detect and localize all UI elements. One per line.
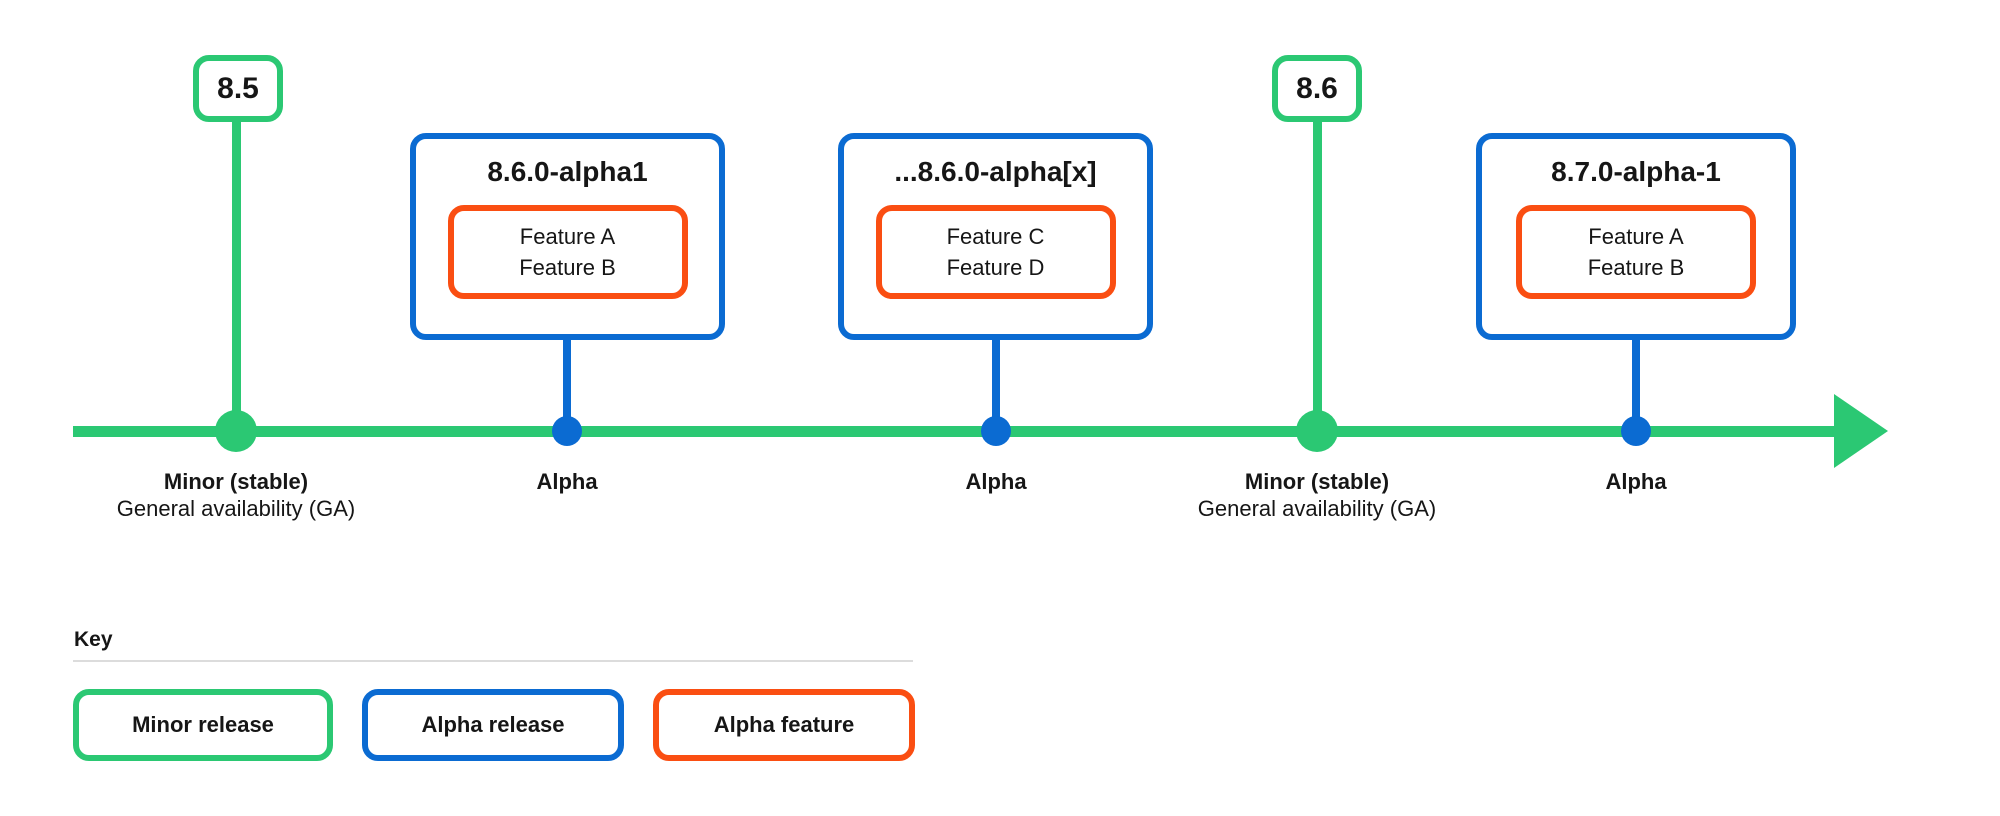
legend-label: Alpha feature	[713, 712, 855, 737]
alpha-release-dot	[981, 416, 1011, 446]
version-chip-8-5: 8.5	[193, 55, 283, 122]
key-divider	[73, 660, 913, 662]
alpha-release-title: ...8.6.0-alpha[x]	[894, 156, 1097, 187]
version-chip-8-6: 8.6	[1272, 55, 1362, 122]
timeline-axis	[73, 426, 1835, 437]
alpha-release-title: 8.7.0-alpha-1	[1551, 156, 1721, 187]
feature-item: Feature A	[519, 224, 616, 249]
feature-item: Feature A	[1588, 224, 1684, 249]
key-title: Key	[74, 628, 113, 651]
minor-release-dot	[1296, 410, 1338, 452]
alpha-release-title: 8.6.0-alpha1	[487, 156, 648, 187]
legend-alpha-release: Alpha release	[362, 689, 624, 761]
milestone-stem	[1632, 338, 1640, 432]
legend-alpha-feature: Alpha feature	[653, 689, 915, 761]
feature-item: Feature C	[946, 224, 1045, 249]
milestone-stem	[563, 338, 571, 432]
alpha-axis-label: Alpha	[536, 469, 598, 494]
timeline-arrowhead-icon	[1834, 394, 1888, 468]
minor-release-label: Minor (stable) General availability (GA)	[76, 468, 396, 522]
legend-label: Alpha release	[421, 712, 565, 737]
alpha-release-dot	[1621, 416, 1651, 446]
legend-minor-release: Minor release	[73, 689, 333, 761]
legend-label: Minor release	[132, 712, 274, 737]
milestone-stem	[992, 338, 1000, 432]
version-chip-label: 8.6	[1296, 71, 1338, 105]
alpha-release-box-1: 8.6.0-alpha1 Feature A Feature B	[410, 133, 725, 340]
minor-release-label-line2: General availability (GA)	[1197, 496, 1437, 521]
version-chip-label: 8.5	[217, 71, 259, 105]
minor-release-label-line2: General availability (GA)	[116, 496, 356, 521]
alpha-axis-label: Alpha	[1605, 469, 1667, 494]
alpha-axis-label: Alpha	[965, 469, 1027, 494]
alpha-release-box-2: ...8.6.0-alpha[x] Feature C Feature D	[838, 133, 1153, 340]
milestone-stem	[1313, 122, 1322, 432]
minor-release-dot	[215, 410, 257, 452]
alpha-feature-box: Feature C Feature D	[875, 205, 1116, 299]
minor-release-label-line1: Minor (stable)	[1244, 469, 1390, 494]
milestone-stem	[232, 122, 241, 432]
minor-release-label: Minor (stable) General availability (GA)	[1157, 468, 1477, 522]
minor-release-label-line1: Minor (stable)	[163, 469, 309, 494]
alpha-feature-box: Feature A Feature B	[1516, 205, 1756, 299]
feature-item: Feature D	[946, 255, 1045, 280]
alpha-feature-box: Feature A Feature B	[447, 205, 688, 299]
alpha-release-box-3: 8.7.0-alpha-1 Feature A Feature B	[1476, 133, 1796, 340]
feature-item: Feature B	[519, 255, 616, 280]
alpha-release-dot	[552, 416, 582, 446]
feature-item: Feature B	[1587, 255, 1685, 280]
